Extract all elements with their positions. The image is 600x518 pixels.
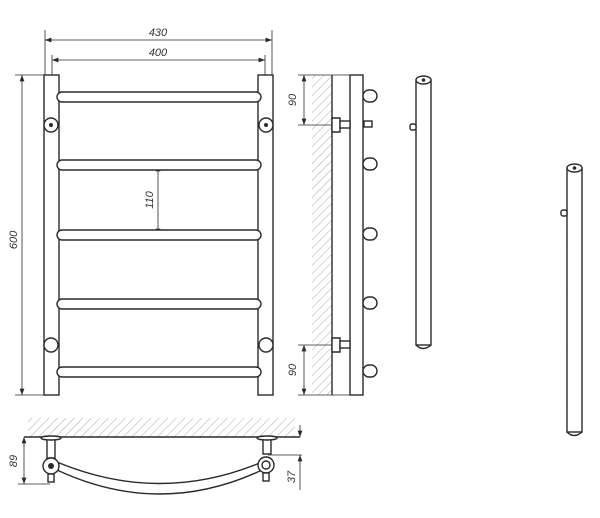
rungs [56, 91, 262, 378]
left-bracket-top [46, 437, 56, 459]
side-post [349, 74, 364, 396]
rung [56, 366, 262, 378]
dim-600: 600 [8, 230, 20, 249]
iso-left-post [415, 79, 432, 346]
front-view: 430 400 600 110 [8, 27, 274, 396]
rung [56, 91, 262, 103]
dim-110: 110 [144, 190, 156, 208]
dim-89: 89 [8, 455, 20, 467]
dim-430: 430 [149, 27, 168, 39]
isometric-view [409, 75, 583, 437]
dim-37: 37 [286, 470, 298, 483]
rung [56, 298, 262, 310]
iso-right-post [566, 167, 583, 433]
side-brackets [331, 117, 373, 353]
wall-hatching-top [28, 418, 295, 438]
side-view: 90 90 [287, 74, 378, 396]
rung-ends [362, 89, 378, 378]
wall-hatching [312, 75, 332, 395]
curved-rungs [424, 97, 568, 409]
top-view: 89 37 [8, 418, 303, 495]
rung [56, 159, 262, 171]
dim-90-bottom: 90 [287, 363, 299, 376]
dim-400: 400 [149, 47, 168, 59]
rung [56, 229, 262, 241]
mounting-brackets [43, 117, 274, 353]
dim-90-top: 90 [287, 93, 299, 106]
